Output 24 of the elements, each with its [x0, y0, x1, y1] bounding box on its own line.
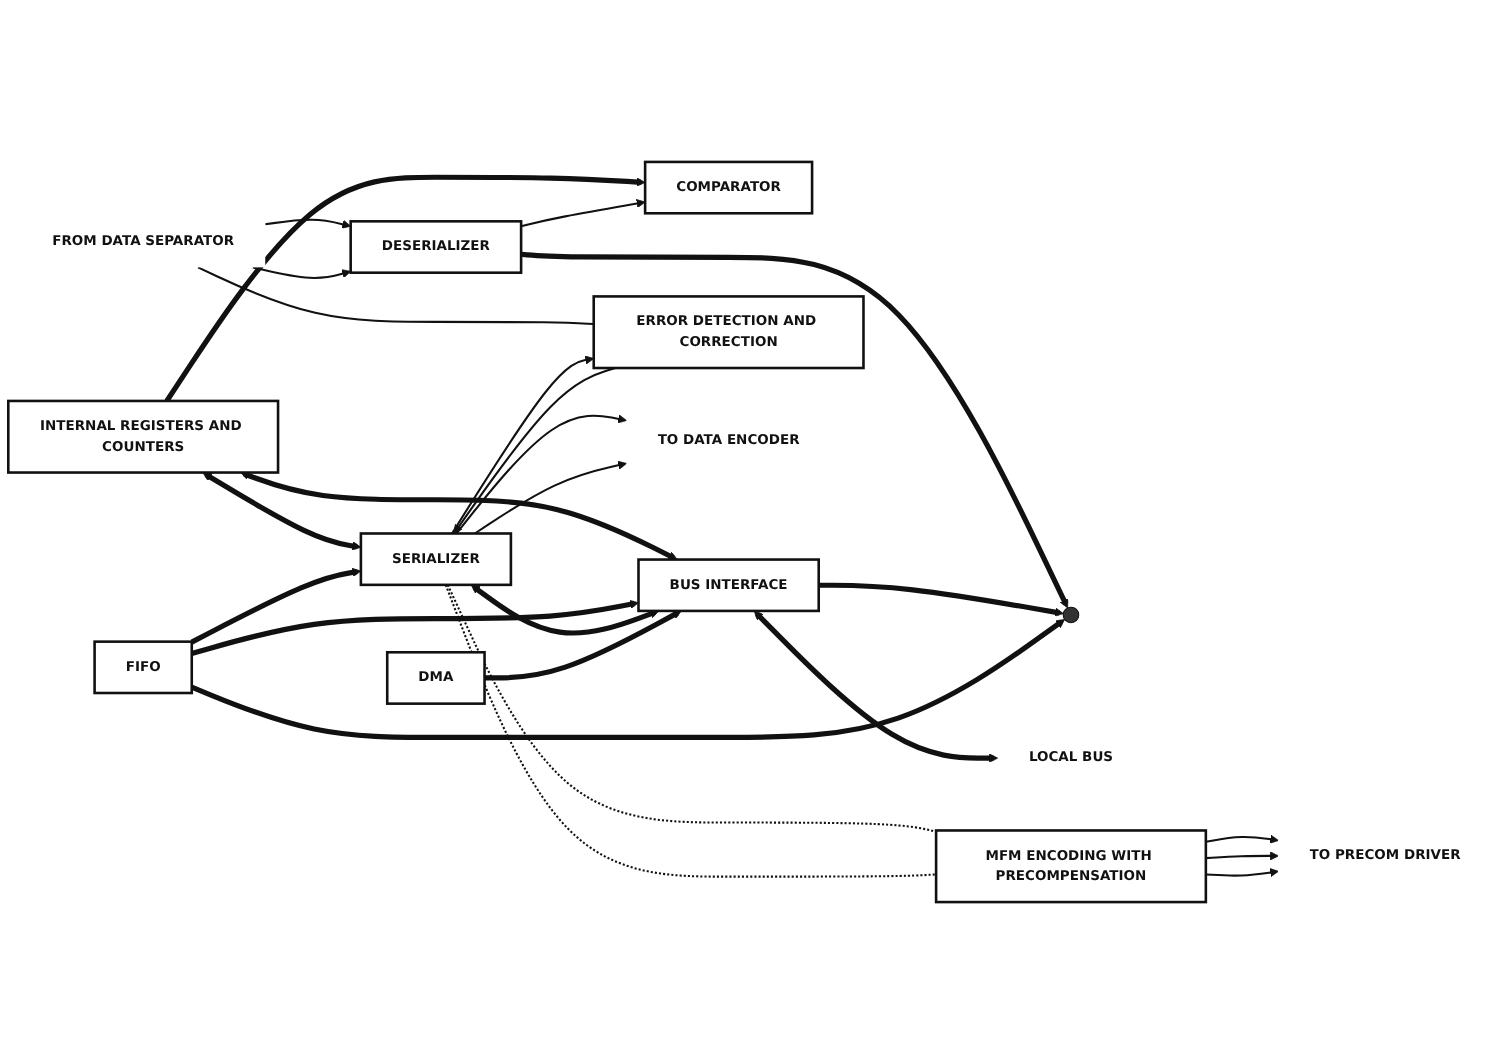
arrow — [240, 471, 678, 561]
arrow — [818, 582, 1064, 617]
arrow — [455, 414, 627, 535]
arrow — [470, 584, 660, 636]
arrow — [190, 567, 362, 645]
arrow — [164, 174, 646, 403]
connector — [197, 266, 594, 326]
arrow — [265, 218, 352, 229]
arrow — [252, 266, 352, 279]
arrow — [474, 460, 627, 535]
connector — [446, 584, 937, 833]
arrow — [1205, 851, 1279, 861]
arrow — [520, 251, 1069, 609]
arrow — [202, 472, 362, 551]
arrow — [1205, 834, 1279, 844]
arrow — [191, 599, 639, 656]
arrow — [753, 610, 999, 763]
connector — [444, 584, 937, 878]
arrow — [1205, 868, 1279, 878]
arrow — [484, 610, 682, 681]
arrow — [190, 619, 1066, 740]
arrow — [520, 199, 646, 228]
node-circle — [1062, 606, 1080, 624]
arrow — [451, 355, 595, 535]
